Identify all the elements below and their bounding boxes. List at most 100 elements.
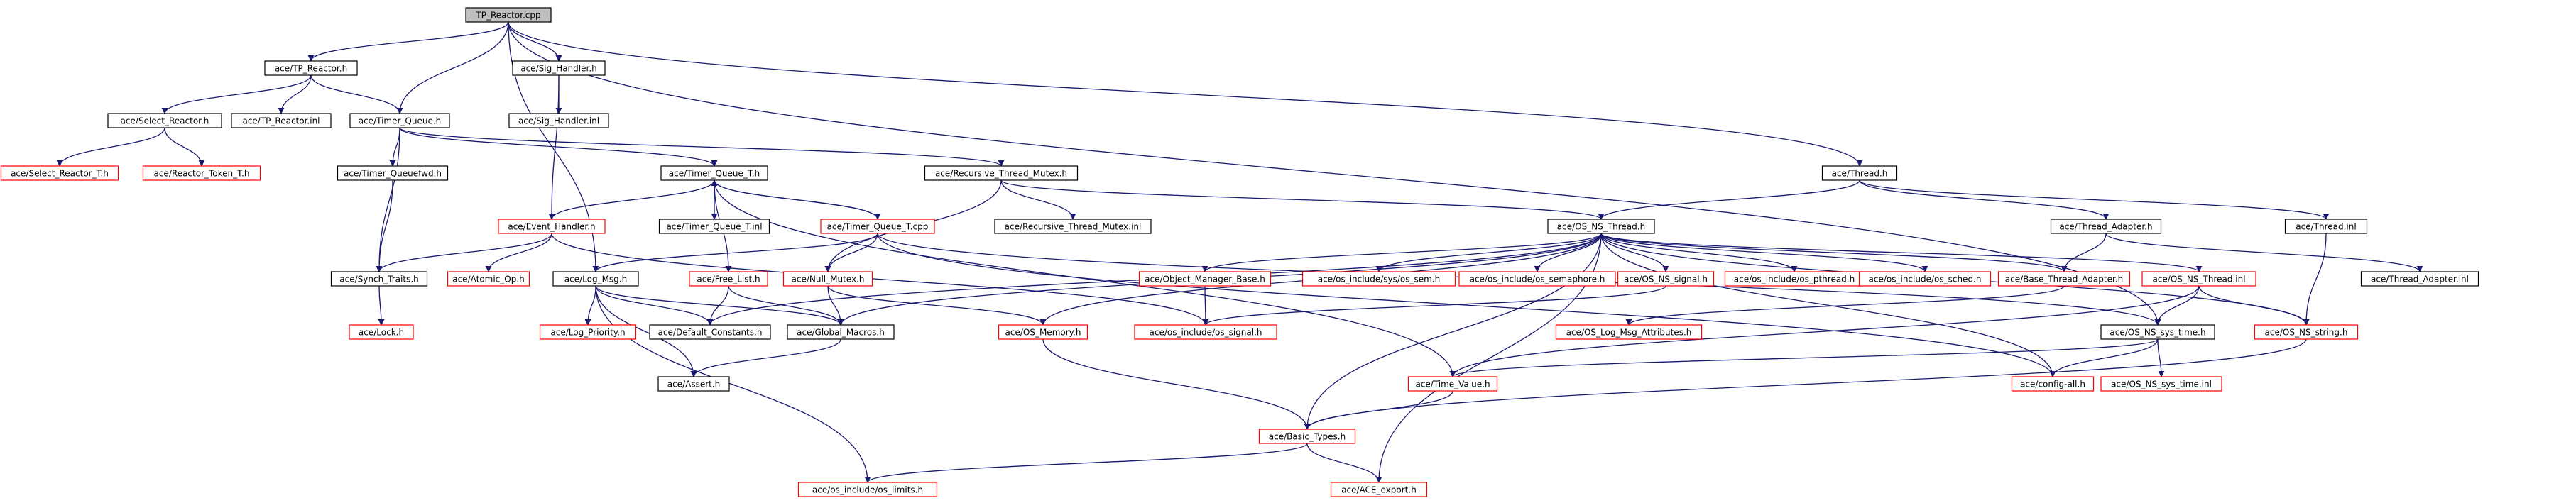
node-ace-base-thread-adapter-h[interactable]: ace/Base_Thread_Adapter.h (1997, 271, 2131, 287)
node-ace-os-include-os-sched-h[interactable]: ace/os_include/os_sched.h (1858, 271, 1992, 287)
node-label: ace/os_include/os_semaphore.h (1470, 275, 1605, 284)
edge-logmsg-to-assert (595, 285, 697, 377)
node-label: ace/Lock.h (359, 328, 404, 338)
node-ace-os-include-os-signal-h[interactable]: ace/os_include/os_signal.h (1134, 324, 1277, 340)
edge-synch-to-lock (378, 285, 385, 326)
node-ace-basic-types-h[interactable]: ace/Basic_Types.h (1258, 429, 1356, 444)
node-label: ace/OS_NS_sys_time.h (2110, 328, 2205, 338)
node-label: ace/Null_Mutex.h (792, 275, 865, 284)
node-ace-timer-queuefwd-h[interactable]: ace/Timer_Queuefwd.h (337, 165, 449, 181)
node-ace-default-constants-h[interactable]: ace/Default_Constants.h (649, 324, 771, 340)
node-ace-config-all-h[interactable]: ace/config-all.h (2011, 376, 2095, 392)
node-box (1997, 271, 2131, 287)
edge-tq_h-to-synch (376, 127, 400, 272)
edge-root-to-sig_h (508, 21, 562, 62)
node-ace-assert-h[interactable]: ace/Assert.h (657, 376, 730, 392)
node-label: ace/Event_Handler.h (508, 222, 595, 232)
edge-bta-to-oslma (1625, 285, 2065, 326)
node-label: ace/Timer_Queue_T.inl (666, 222, 762, 232)
node-ace-thread-adapter-inl[interactable]: ace/Thread_Adapter.inl (2360, 271, 2479, 287)
node-ace-timer-queue-h[interactable]: ace/Timer_Queue.h (349, 113, 450, 128)
node-ace-event-handler-h[interactable]: ace/Event_Handler.h (498, 219, 606, 234)
node-ace-atomic-op-h[interactable]: ace/Atomic_Op.h (447, 271, 530, 287)
node-label: ace/TP_Reactor.inl (242, 116, 320, 126)
node-ace-os-ns-thread-inl[interactable]: ace/OS_NS_Thread.inl (2141, 271, 2256, 287)
node-ace-timer-queue-t-h[interactable]: ace/Timer_Queue_T.h (660, 165, 768, 181)
node-ace-sig-handler-h[interactable]: ace/Sig_Handler.h (512, 60, 606, 76)
node-label: ace/Timer_Queue_T.h (669, 169, 760, 179)
node-label: ace/ACE_export.h (1341, 485, 1417, 495)
node-label: ace/OS_NS_Thread.h (1557, 222, 1645, 232)
node-box (2100, 376, 2222, 392)
node-label: ace/OS_NS_signal.h (1624, 275, 1708, 284)
node-box (349, 113, 450, 128)
node-ace-os-include-os-limits-h[interactable]: ace/os_include/os_limits.h (797, 482, 938, 497)
node-ace-log-priority-h[interactable]: ace/Log_Priority.h (539, 324, 637, 340)
node-ace-reactor-token-t-h[interactable]: ace/Reactor_Token_T.h (142, 165, 261, 181)
node-ace-select-reactor-h[interactable]: ace/Select_Reactor.h (107, 113, 222, 128)
edge-logmsg-to-logprio (584, 285, 596, 326)
node-box (539, 324, 637, 340)
node-ace-os-memory-h[interactable]: ace/OS_Memory.h (998, 324, 1088, 340)
node-ace-thread-inl[interactable]: ace/Thread.inl (2284, 219, 2368, 234)
node-box (2254, 324, 2359, 340)
node-ace-tp-reactor-h[interactable]: ace/TP_Reactor.h (264, 60, 358, 76)
node-ace-thread-h[interactable]: ace/Thread.h (1821, 165, 1898, 181)
edge-sel_h-to-sel_t (56, 127, 165, 167)
node-box (512, 60, 606, 76)
node-label: ace/OS_Log_Msg_Attributes.h (1566, 328, 1692, 338)
node-ace-os-include-os-semaphore-h[interactable]: ace/os_include/os_semaphore.h (1458, 271, 1616, 287)
node-box (330, 271, 428, 287)
node-box (264, 60, 358, 76)
edge-osthr_inl-to-osstr (2198, 285, 2310, 326)
node-ace-os-ns-sys-time-h[interactable]: ace/OS_NS_sys_time.h (2100, 324, 2215, 340)
node-label: ace/Reactor_Token_T.h (154, 169, 250, 179)
node-ace-time-value-h[interactable]: ace/Time_Value.h (1407, 376, 1498, 392)
node-ace-os-include-sys-os-sem-h[interactable]: ace/os_include/sys/os_sem.h (1301, 271, 1456, 287)
node-label: ace/OS_NS_sys_time.inl (2111, 380, 2212, 389)
node-label: ace/Atomic_Op.h (452, 275, 525, 284)
edge-tpr_h-to-tq_h (310, 74, 403, 114)
node-label: ace/Timer_Queue.h (359, 116, 442, 126)
node-ace-os-ns-signal-h[interactable]: ace/OS_NS_signal.h (1617, 271, 1715, 287)
node-tp-reactor-cpp[interactable]: TP_Reactor.cpp (465, 7, 552, 23)
node-label: ace/OS_NS_string.h (2265, 328, 2348, 338)
node-ace-synch-traits-h[interactable]: ace/Synch_Traits.h (330, 271, 428, 287)
node-label: ace/Log_Msg.h (564, 275, 627, 284)
node-ace-select-reactor-t-h[interactable]: ace/Select_Reactor_T.h (0, 165, 119, 181)
node-ace-lock-h[interactable]: ace/Lock.h (349, 324, 414, 340)
node-ace-timer-queue-t-cpp[interactable]: ace/Timer_Queue_T.cpp (820, 219, 935, 234)
node-ace-ace-export-h[interactable]: ace/ACE_export.h (1330, 482, 1428, 497)
node-ace-thread-adapter-h[interactable]: ace/Thread_Adapter.h (2050, 219, 2162, 234)
edge-osthr_inl-to-ossyst (2154, 285, 2200, 326)
node-ace-recursive-thread-mutex-h[interactable]: ace/Recursive_Thread_Mutex.h (924, 165, 1079, 181)
node-ace-tp-reactor-inl[interactable]: ace/TP_Reactor.inl (231, 113, 332, 128)
node-ace-timer-queue-t-inl[interactable]: ace/Timer_Queue_T.inl (658, 219, 770, 234)
node-label: ace/Sig_Handler.inl (518, 116, 599, 126)
node-ace-sig-handler-inl[interactable]: ace/Sig_Handler.inl (508, 113, 609, 128)
node-ace-os-log-msg-attributes-h[interactable]: ace/OS_Log_Msg_Attributes.h (1555, 324, 1703, 340)
node-box (994, 219, 1152, 234)
edge-logmsg-to-oslim (595, 285, 871, 483)
node-ace-recursive-thread-mutex-inl[interactable]: ace/Recursive_Thread_Mutex.inl (994, 219, 1152, 234)
node-ace-log-msg-h[interactable]: ace/Log_Msg.h (552, 271, 639, 287)
node-ace-global-macros-h[interactable]: ace/Global_Macros.h (787, 324, 895, 340)
node-box (657, 376, 730, 392)
edge-osthr_h-to-basict (1304, 233, 1602, 430)
node-label: ace/Time_Value.h (1415, 380, 1490, 389)
node-label: ace/os_include/os_signal.h (1150, 328, 1262, 338)
node-ace-os-ns-string-h[interactable]: ace/OS_NS_string.h (2254, 324, 2359, 340)
node-label: ace/Default_Constants.h (658, 328, 763, 338)
node-box (1617, 271, 1715, 287)
node-ace-object-manager-base-h[interactable]: ace/Object_Manager_Base.h (1138, 271, 1272, 287)
node-ace-os-include-os-pthread-h[interactable]: ace/os_include/os_pthread.h (1724, 271, 1865, 287)
node-ace-os-ns-thread-h[interactable]: ace/OS_NS_Thread.h (1547, 219, 1655, 234)
edge-root-to-thr_h (508, 21, 1863, 167)
node-label: ace/OS_Memory.h (1005, 328, 1081, 338)
node-ace-free-list-h[interactable]: ace/Free_List.h (689, 271, 768, 287)
node-label: ace/os_include/os_pthread.h (1734, 275, 1855, 284)
node-ace-os-ns-sys-time-inl[interactable]: ace/OS_NS_sys_time.inl (2100, 376, 2222, 392)
edge-ossyst-to-timev (1449, 338, 2159, 377)
edge-nullm-to-osmem (827, 285, 1047, 326)
node-ace-null-mutex-h[interactable]: ace/Null_Mutex.h (782, 271, 873, 287)
